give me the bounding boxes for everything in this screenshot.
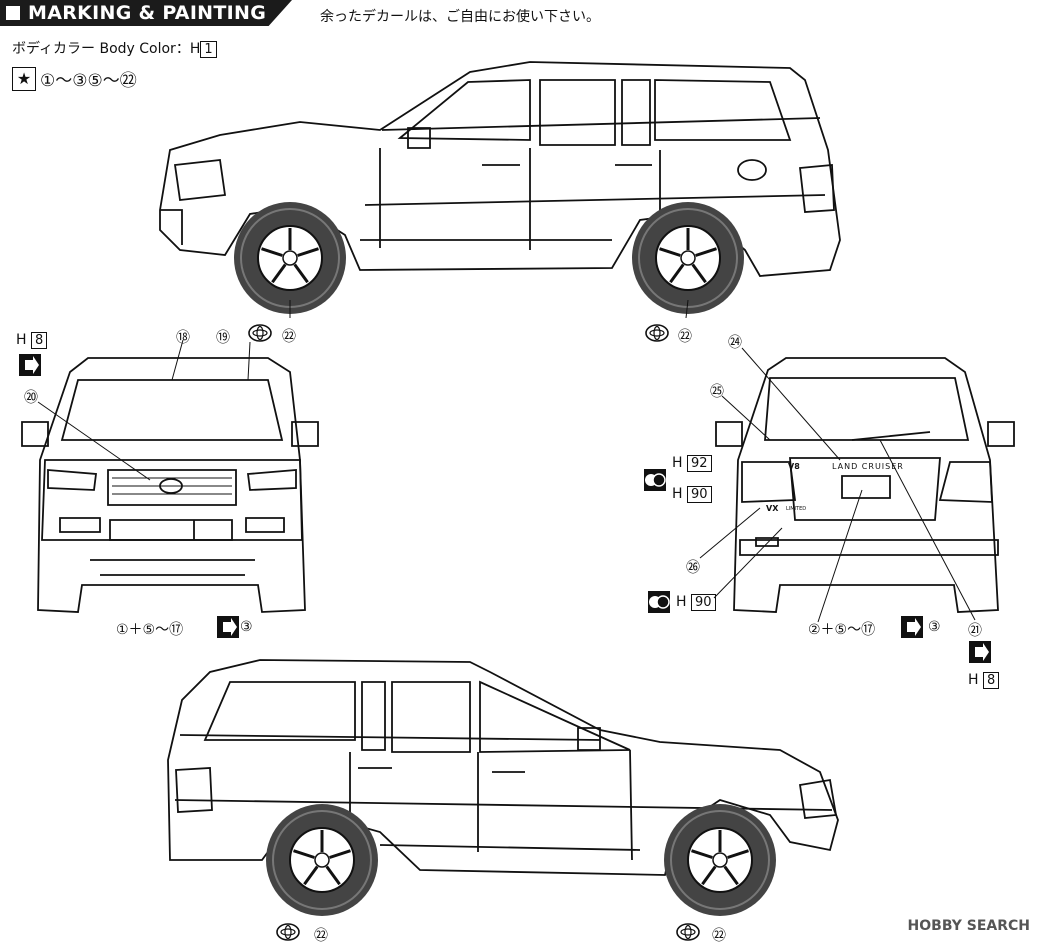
section-title: MARKING & PAINTING	[28, 2, 267, 24]
callout-22-top-right: ㉒	[678, 329, 692, 345]
badge-vx: VX	[766, 504, 779, 513]
paint-label-h90-rear: H 90	[672, 486, 712, 503]
callout-19: ⑲	[216, 330, 230, 346]
front-decal-set: ①＋⑤〜⑰	[116, 622, 184, 638]
callout-20: ⑳	[24, 390, 38, 406]
section-header: MARKING & PAINTING	[0, 0, 292, 26]
callout-26: ㉖	[686, 560, 700, 576]
callout-22-bottom-left: ㉒	[314, 928, 328, 944]
paint-label-h8-front: H 8	[16, 332, 48, 349]
rear-decal-set: ②＋⑤〜⑰	[808, 622, 876, 638]
paint-mark-icon-front	[19, 354, 41, 376]
front-decal-set-end: ③	[240, 619, 253, 635]
body-color-label: ボディカラー Body Color：H	[12, 41, 201, 57]
callout-25: ㉕	[710, 384, 724, 400]
watermark: HOBBY SEARCH	[907, 918, 1030, 934]
paint-label-h92: H 92	[672, 455, 712, 472]
paint-label-h8-rear: H 8	[968, 672, 1000, 689]
badge-limited: LIMITED	[786, 506, 807, 512]
callout-22-bottom-right: ㉒	[712, 928, 726, 944]
badge-land-cruiser: LAND CRUISER	[832, 462, 904, 471]
side-view-left	[159, 61, 841, 277]
body-color-code: 1	[200, 41, 217, 58]
front-view	[21, 357, 319, 613]
star-icon: ★	[12, 66, 36, 91]
leftover-decal-note: 余ったデカールは、ご自由にお使い下さい。	[320, 9, 600, 25]
paint-label-h90-lower: H 90	[676, 594, 716, 611]
callout-24: ㉔	[728, 335, 742, 351]
badge-v8: V8	[788, 462, 800, 471]
callout-18: ⑱	[176, 330, 190, 346]
decal-range: ★ ①〜③⑤〜㉒	[12, 66, 137, 91]
header-square-icon	[6, 6, 20, 20]
decal-range-text: ①〜③⑤〜㉒	[40, 71, 137, 91]
rear-view	[715, 357, 1015, 613]
rear-decal-set-end: ③	[928, 619, 941, 635]
callout-22-top-left: ㉒	[282, 329, 296, 345]
callout-21: ㉑	[968, 623, 982, 639]
